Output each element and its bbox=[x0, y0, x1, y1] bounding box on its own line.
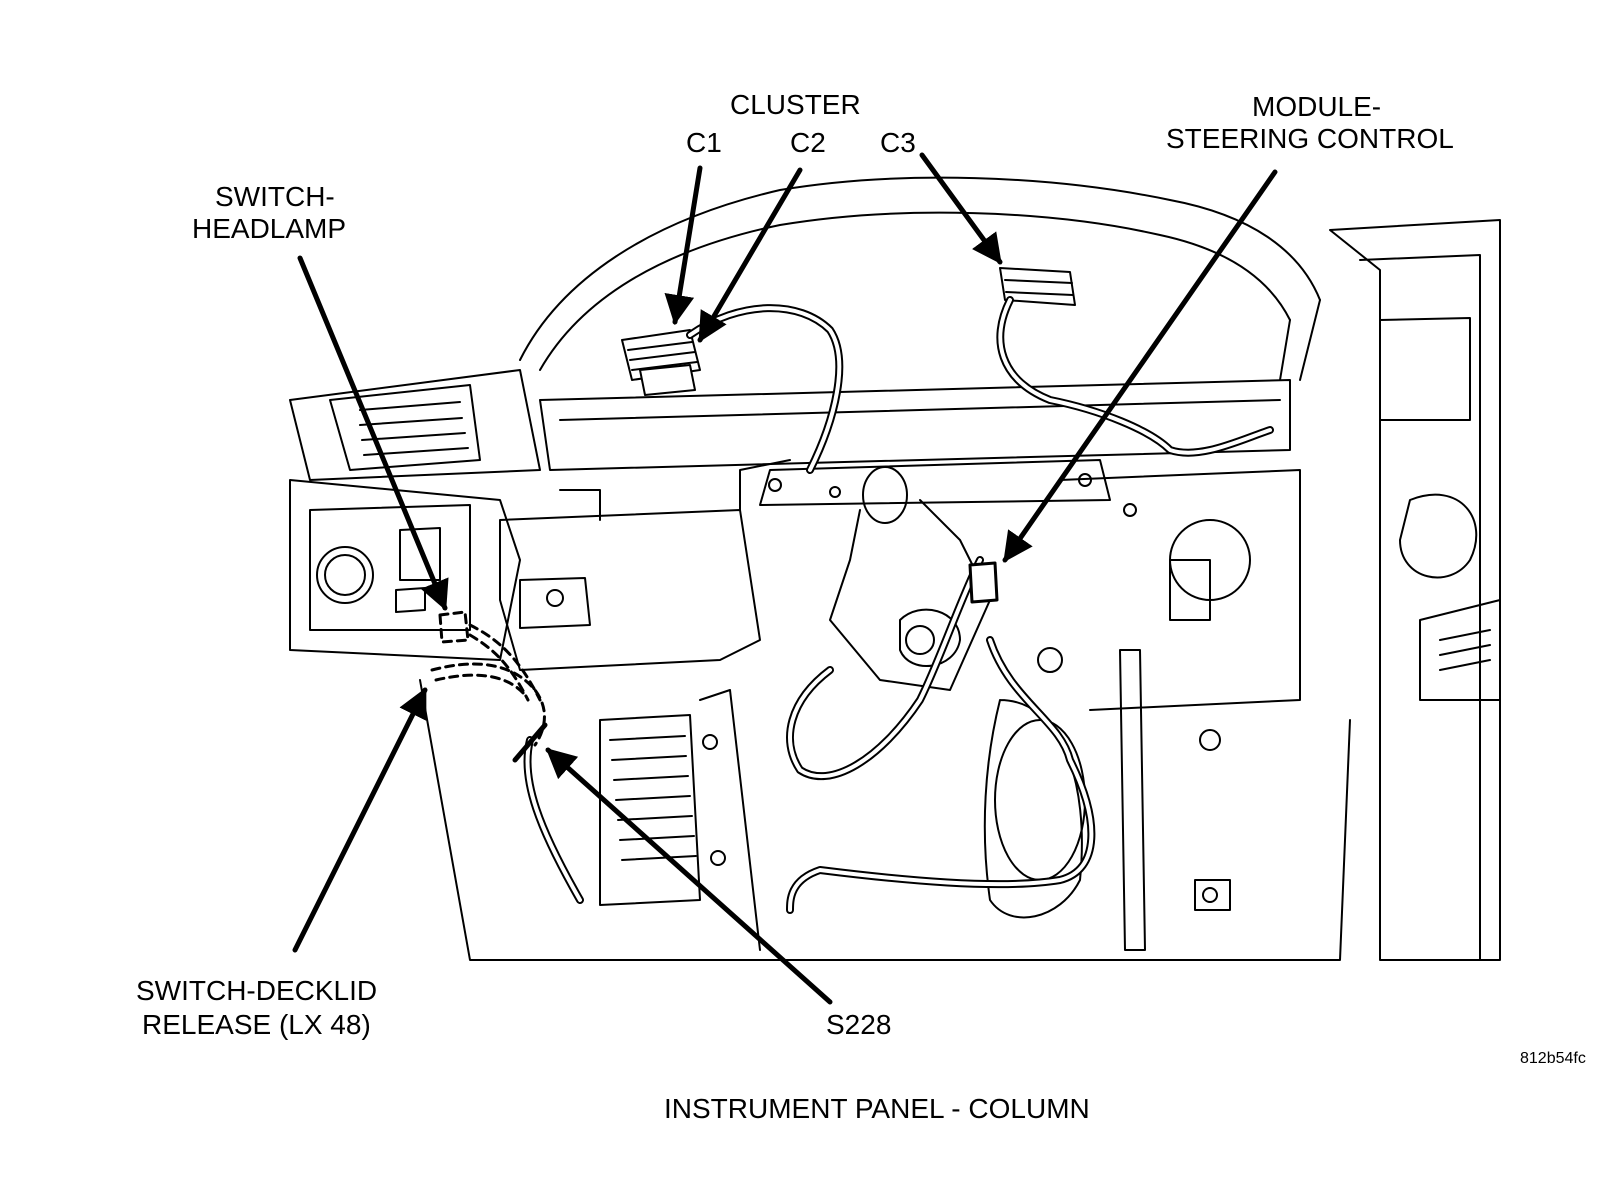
arrow-c1 bbox=[664, 165, 703, 325]
c2-label: C2 bbox=[790, 127, 826, 158]
arrow-decklid bbox=[292, 687, 428, 953]
steering-column bbox=[829, 466, 1086, 919]
cross-car-beam bbox=[539, 379, 1301, 711]
column-cover bbox=[499, 459, 791, 671]
decklid-label-line2: RELEASE (LX 48) bbox=[142, 1009, 371, 1040]
leader-arrows bbox=[292, 152, 1278, 1005]
arrow-c2 bbox=[697, 167, 803, 343]
left-vent-and-bezel bbox=[289, 369, 541, 661]
arrow-c3 bbox=[919, 152, 1003, 265]
module-label-line2: STEERING CONTROL bbox=[1166, 123, 1454, 154]
diagram-title: INSTRUMENT PANEL - COLUMN bbox=[664, 1093, 1090, 1124]
module-label-line1: MODULE- bbox=[1252, 91, 1382, 122]
cluster-label: CLUSTER bbox=[730, 89, 861, 120]
dash-top-outline bbox=[519, 176, 1501, 961]
splice-s228-marker bbox=[512, 722, 548, 763]
decklid-label-line1: SWITCH-DECKLID bbox=[136, 975, 378, 1006]
cluster-connector-c1-c2 bbox=[621, 329, 701, 396]
s228-label: S228 bbox=[826, 1009, 892, 1040]
harness-inner bbox=[525, 298, 1272, 912]
headlamp-label-line2: HEADLAMP bbox=[192, 213, 347, 244]
arrow-module bbox=[1002, 169, 1278, 563]
arrow-headlamp bbox=[297, 255, 449, 611]
hidden-switch-harness bbox=[430, 610, 546, 747]
c1-label: C1 bbox=[686, 127, 722, 158]
arrow-s228 bbox=[545, 747, 833, 1005]
headlamp-label-line1: SWITCH- bbox=[215, 181, 335, 212]
figure-id: 812b54fc bbox=[1520, 1050, 1586, 1067]
cluster-connector-c3 bbox=[999, 267, 1076, 306]
c3-label: C3 bbox=[880, 127, 916, 158]
lower-structure bbox=[419, 493, 1501, 961]
steering-control-module-connector bbox=[968, 561, 999, 604]
